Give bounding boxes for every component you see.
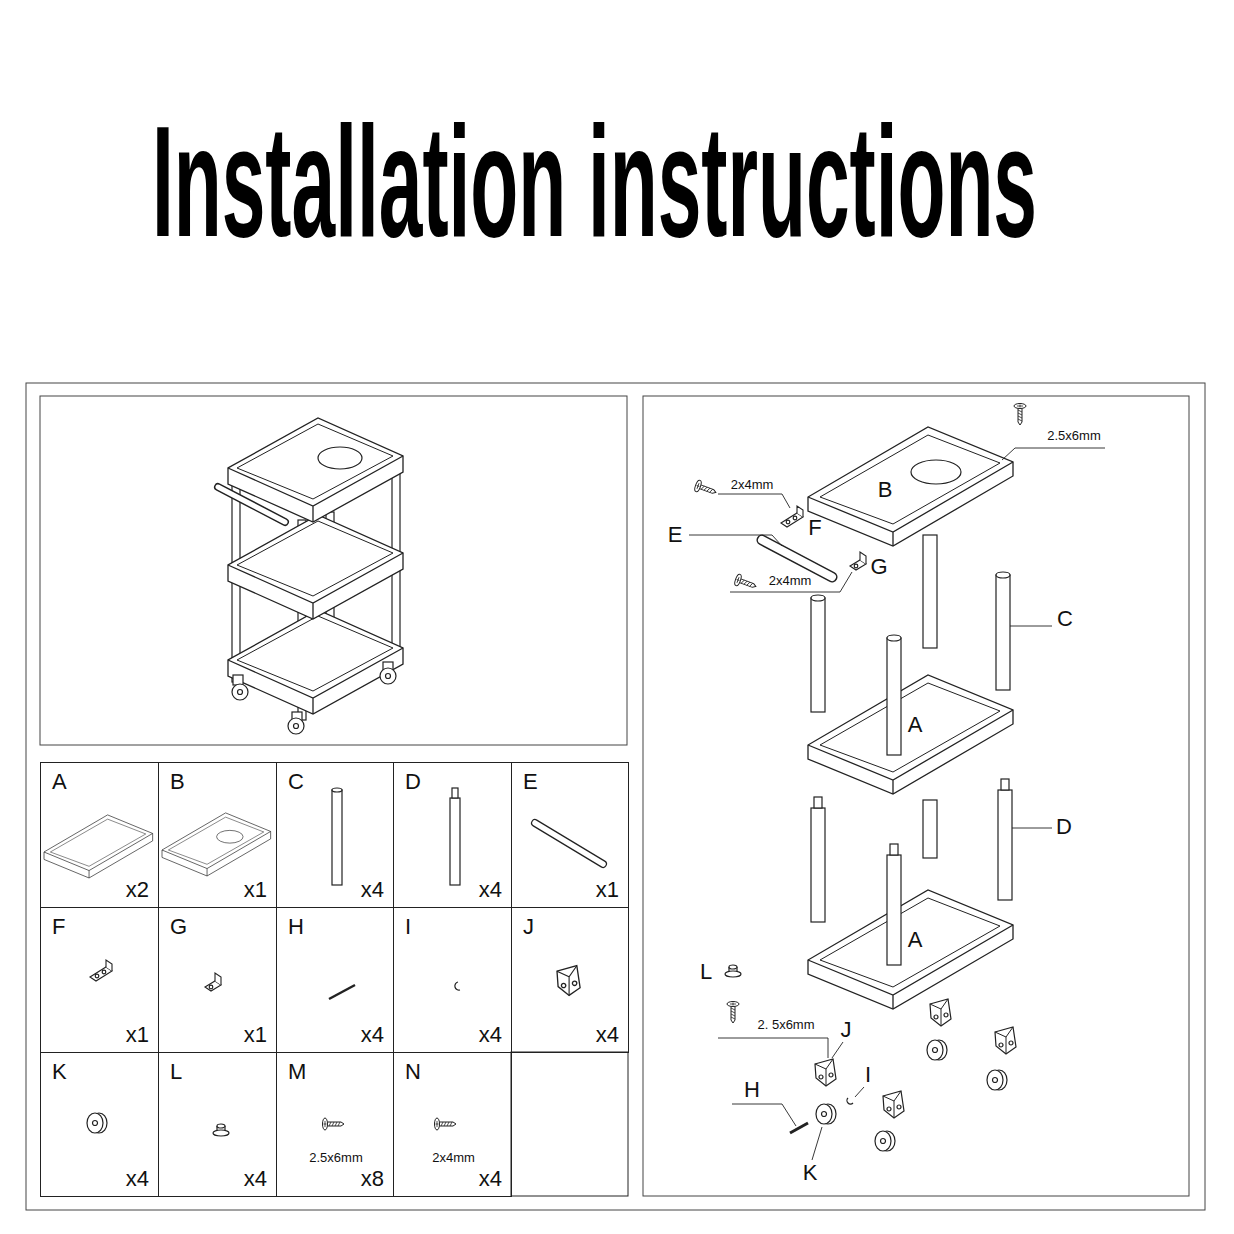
part-cell: Gx1 (158, 907, 277, 1053)
part-letter: G (170, 914, 187, 940)
quantity: x4 (361, 877, 384, 903)
part-letter: M (288, 1059, 306, 1085)
part-callout: H (744, 1077, 760, 1102)
part-callout: K (803, 1160, 818, 1185)
part-cell: Lx4 (158, 1052, 277, 1197)
dimension-label: 2x4mm (769, 574, 812, 589)
part-cell: Cx4 (276, 762, 394, 908)
part-cell: N 2x4mmx4 (393, 1052, 512, 1197)
part-letter: F (52, 914, 65, 940)
quantity: x8 (361, 1166, 384, 1192)
part-callout: I (865, 1062, 871, 1087)
part-cell: Ix4 (393, 907, 512, 1053)
leader-lines (689, 448, 1105, 1160)
part-letter: L (170, 1059, 182, 1085)
part-callout: D (1056, 814, 1072, 839)
part-cell: M 2.5x6mmx8 (276, 1052, 394, 1197)
quantity: x1 (596, 877, 619, 903)
part-callout: A (908, 712, 923, 737)
part-letter: E (523, 769, 538, 795)
part-letter: K (52, 1059, 67, 1085)
part-letter: A (52, 769, 67, 795)
dimension-label: 2x4mm (731, 478, 774, 493)
part-cell: Kx4 (40, 1052, 159, 1197)
part-cell: Bx1 (158, 762, 277, 908)
quantity: x2 (126, 877, 149, 903)
part-cell: Fx1 (40, 907, 159, 1053)
part-letter: C (288, 769, 304, 795)
quantity: x1 (244, 1022, 267, 1048)
quantity: x4 (596, 1022, 619, 1048)
part-callout: J (841, 1017, 852, 1042)
part-callout: L (700, 959, 712, 984)
part-callout: A (908, 927, 923, 952)
part-letter: B (170, 769, 185, 795)
quantity: x4 (479, 1022, 502, 1048)
part-letter: D (405, 769, 421, 795)
part-letter: I (405, 914, 411, 940)
screw-size: 2x4mm (432, 1150, 475, 1166)
dimension-label: 2. 5x6mm (757, 1018, 814, 1033)
title-heading: Installation instructions (152, 102, 1037, 260)
part-icons (44, 788, 603, 1136)
part-cell: Jx4 (511, 907, 629, 1053)
part-callout: G (870, 554, 887, 579)
part-callout: F (808, 515, 821, 540)
quantity: x4 (479, 1166, 502, 1192)
exploded-view (694, 404, 1026, 1152)
part-letter: J (523, 914, 534, 940)
quantity: x1 (126, 1022, 149, 1048)
dimension-label: 2.5x6mm (1047, 429, 1100, 444)
quantity: x4 (126, 1166, 149, 1192)
part-callout: E (668, 522, 683, 547)
part-cell: Dx4 (393, 762, 512, 908)
part-letter: H (288, 914, 304, 940)
quantity: x1 (244, 877, 267, 903)
quantity: x4 (244, 1166, 267, 1192)
screw-size: 2.5x6mm (309, 1150, 362, 1166)
part-cell: Hx4 (276, 907, 394, 1053)
part-cell: Ex1 (511, 762, 629, 908)
quantity: x4 (361, 1022, 384, 1048)
quantity: x4 (479, 877, 502, 903)
part-callout: C (1057, 606, 1073, 631)
part-callout: B (878, 477, 893, 502)
part-letter: N (405, 1059, 421, 1085)
part-cell: Ax2 (40, 762, 159, 908)
frames (26, 383, 1205, 1210)
cart-illustration (218, 418, 403, 734)
